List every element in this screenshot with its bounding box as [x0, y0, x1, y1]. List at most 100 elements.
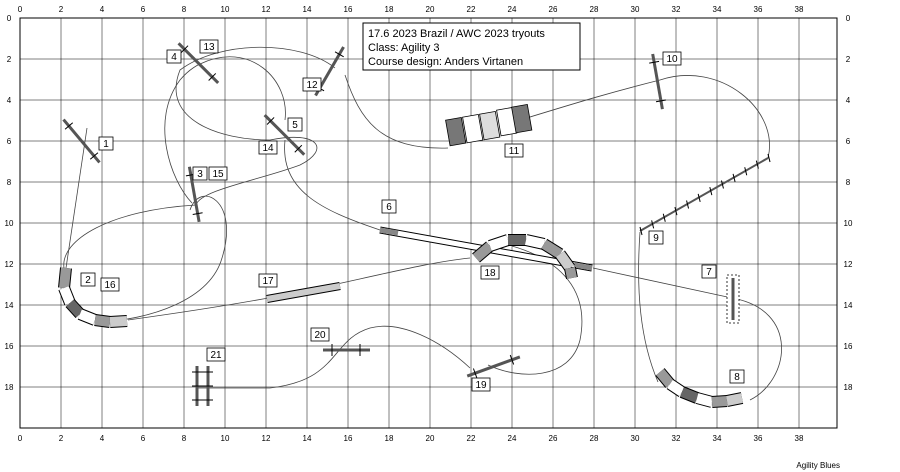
y-tick-label: 2 — [7, 55, 12, 64]
obstacle-jump-10: 10 — [649, 51, 682, 110]
obstacle-jump-4-13: 4 13 — [166, 39, 220, 84]
x-tick-label: 18 — [385, 5, 394, 14]
y-tick-label: 12 — [844, 260, 853, 269]
weave-pole — [662, 213, 666, 222]
x-tick-label: 36 — [754, 434, 763, 443]
tunnel-segment — [94, 315, 111, 327]
x-tick-label: 24 — [508, 5, 517, 14]
obstacle-jump-17: 17 — [258, 273, 341, 303]
tunnel-segment — [565, 267, 577, 279]
x-tick-label: 12 — [262, 5, 271, 14]
number-box — [302, 77, 322, 92]
obstacle-number: 7 — [706, 267, 712, 278]
y-tick-label: 18 — [844, 383, 853, 392]
y-tick-label: 10 — [844, 219, 853, 228]
y-tick-label: 14 — [844, 301, 853, 310]
number-box — [80, 272, 96, 287]
tunnel-segment — [66, 299, 84, 318]
number-box — [504, 143, 524, 158]
jump-wing — [208, 73, 217, 81]
obstacle-tunnel-8: 8 — [655, 368, 745, 408]
tunnel-segment — [445, 116, 467, 147]
y-tick-label: 10 — [5, 219, 14, 228]
x-tick-label: 6 — [141, 5, 146, 14]
obstacle-weave-9: 9 — [639, 153, 771, 245]
x-tick-label: 10 — [221, 5, 230, 14]
weave-pole — [767, 153, 771, 163]
tunnel-segment — [695, 393, 714, 407]
weave-pole — [744, 167, 748, 176]
obstacle-number: 21 — [210, 350, 222, 361]
number-box — [310, 327, 330, 342]
obstacle-number: 4 — [171, 52, 177, 63]
x-tick-label: 32 — [672, 5, 681, 14]
tunnel-segment — [472, 242, 494, 262]
obstacle-tunnel-11: 11 — [445, 103, 533, 158]
y-tick-label: 14 — [5, 301, 14, 310]
number-box — [206, 347, 226, 362]
jump-wing — [89, 152, 99, 160]
number-box — [662, 51, 682, 66]
obstacle-number: 12 — [306, 80, 318, 91]
obstacle-number: 16 — [104, 280, 116, 291]
y-tick-label: 6 — [846, 137, 851, 146]
tunnel-segment — [59, 267, 71, 289]
weave-pole — [697, 193, 701, 202]
tunnel-segment — [524, 235, 546, 249]
number-box — [287, 117, 303, 132]
course-header: 17.6 2023 Brazil / AWC 2023 tryouts Clas… — [362, 22, 581, 71]
obstacle-number: 17 — [262, 276, 274, 287]
y-tick-label: 12 — [5, 260, 14, 269]
tunnel-segment — [59, 286, 75, 305]
weave-pole — [732, 173, 736, 183]
obstacle-tunnel-18: 18 — [472, 234, 578, 280]
number-box — [166, 49, 182, 64]
y-tick-label: 18 — [5, 383, 14, 392]
number-box — [701, 264, 717, 279]
y-tick-label: 6 — [7, 137, 12, 146]
dogwalk-contact — [379, 227, 399, 236]
x-tick-label: 6 — [141, 434, 146, 443]
obstacle-number: 13 — [203, 42, 215, 53]
x-tick-label: 38 — [795, 5, 804, 14]
jump-bar — [263, 113, 306, 156]
obstacle-number: 2 — [85, 275, 91, 286]
tunnel-segment — [667, 379, 685, 397]
x-tick-label: 12 — [262, 434, 271, 443]
y-tick-label: 16 — [844, 342, 853, 351]
weave-pole — [709, 187, 713, 196]
jump-bar — [62, 118, 101, 164]
tunnel-segment — [555, 251, 575, 271]
x-tick-label: 34 — [713, 5, 722, 14]
jump-bar — [651, 53, 664, 110]
obstacle-tunnel-2-16: 2 16 — [58, 267, 128, 328]
jump-wing — [649, 60, 660, 64]
obstacle-number: 15 — [212, 169, 224, 180]
x-tick-label: 10 — [221, 434, 230, 443]
number-box — [648, 230, 664, 245]
tunnel-segment — [78, 309, 97, 325]
x-tick-label: 4 — [100, 5, 105, 14]
tunnel-segment — [656, 368, 674, 388]
weave-pole — [651, 220, 655, 229]
header-line-3: Course design: Anders Virtanen — [368, 56, 523, 68]
x-tick-label: 22 — [467, 434, 476, 443]
obstacle-jump-5-14: 514 — [258, 113, 306, 156]
jump-wing — [180, 45, 189, 54]
obstacle-jump-1: 1 — [62, 118, 114, 164]
jump-bar — [187, 166, 201, 223]
x-tick-label: 26 — [549, 5, 558, 14]
obstacle-number: 8 — [734, 372, 740, 383]
jump-bar — [177, 42, 220, 84]
obstacle-jump-20: 20 — [310, 327, 370, 356]
x-tick-label: 34 — [713, 434, 722, 443]
number-box — [258, 140, 278, 155]
number-box — [98, 136, 114, 151]
x-tick-label: 28 — [590, 5, 599, 14]
weave-pole — [674, 206, 678, 216]
y-tick-label: 0 — [7, 14, 12, 23]
weave-pole — [755, 160, 759, 169]
